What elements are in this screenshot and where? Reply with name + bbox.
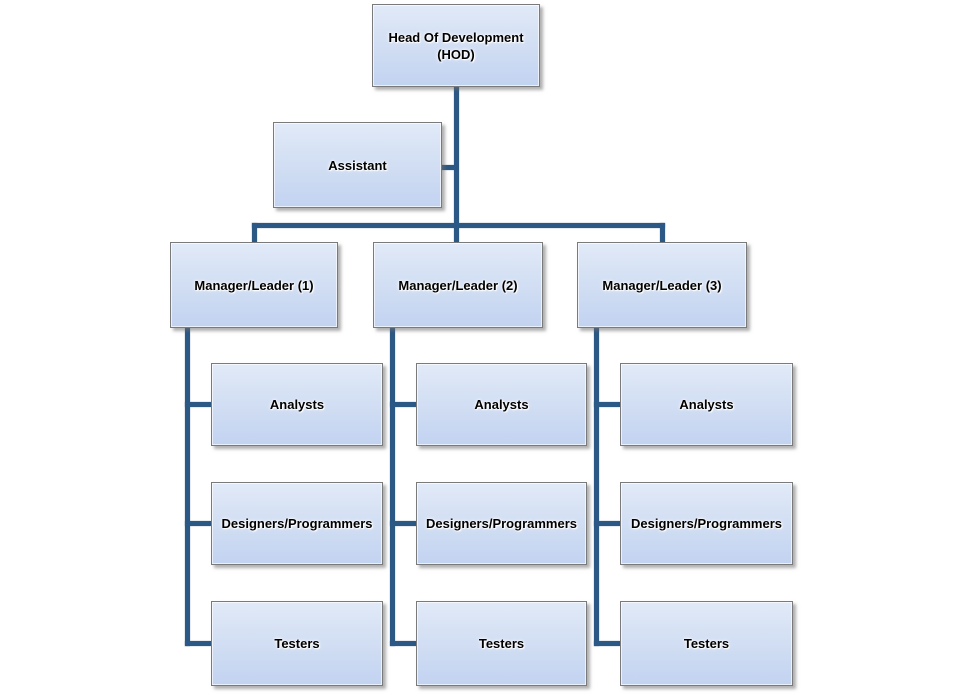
node-analysts-2: Analysts — [416, 363, 587, 446]
connector-manager1-stub — [252, 223, 257, 243]
connector-column3-vertical — [594, 328, 599, 646]
connector-column2-testers — [390, 641, 416, 646]
node-assistant: Assistant — [273, 122, 442, 208]
connector-column1-analysts — [185, 402, 211, 407]
connector-column1-testers — [185, 641, 211, 646]
node-designers-programmers-3: Designers/Programmers — [620, 482, 793, 565]
node-testers-3: Testers — [620, 601, 793, 686]
node-testers-1: Testers — [211, 601, 383, 686]
connector-manager3-stub — [660, 223, 665, 243]
node-designers-programmers-1: Designers/Programmers — [211, 482, 383, 565]
connector-column2-vertical — [390, 328, 395, 646]
node-head-of-development: Head Of Development (HOD) — [372, 4, 540, 87]
connector-column3-designers — [594, 521, 620, 526]
node-analysts-1: Analysts — [211, 363, 383, 446]
connector-column1-designers — [185, 521, 211, 526]
connector-column1-vertical — [185, 328, 190, 646]
connector-managers-distribution-horizontal — [252, 223, 665, 228]
connector-column2-designers — [390, 521, 416, 526]
node-designers-programmers-2: Designers/Programmers — [416, 482, 587, 565]
node-manager-2: Manager/Leader (2) — [373, 242, 543, 328]
connector-column3-testers — [594, 641, 620, 646]
connector-hod-to-managers-vertical — [454, 86, 459, 243]
connector-column2-analysts — [390, 402, 416, 407]
connector-assistant-horizontal — [440, 165, 456, 170]
node-manager-3: Manager/Leader (3) — [577, 242, 747, 328]
node-manager-1: Manager/Leader (1) — [170, 242, 338, 328]
node-analysts-3: Analysts — [620, 363, 793, 446]
connector-column3-analysts — [594, 402, 620, 407]
node-testers-2: Testers — [416, 601, 587, 686]
